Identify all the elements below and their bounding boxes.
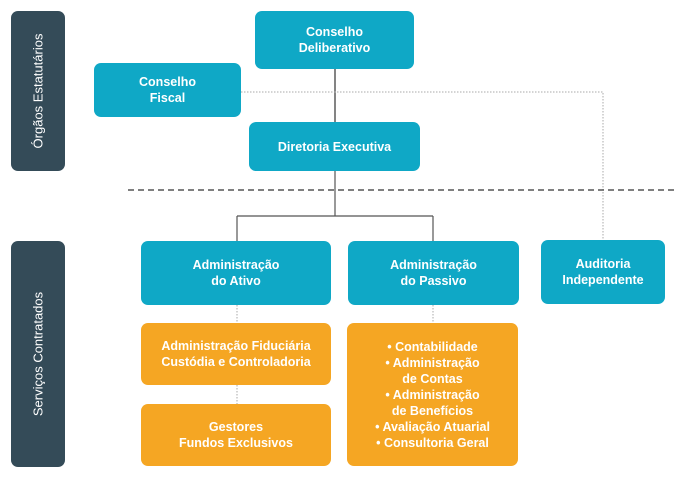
service-item: • Administração [385, 355, 480, 370]
node-diretoria-executiva: Diretoria Executiva [249, 122, 420, 171]
section-label-contracted-text: Serviços Contratados [30, 291, 46, 417]
service-item: • Contabilidade [387, 339, 478, 354]
node-text: Administração Fiduciária [161, 339, 311, 353]
node-text: Administração [390, 258, 477, 272]
service-item: • Administração [385, 387, 480, 402]
section-label-contracted: Serviços Contratados [11, 241, 65, 467]
node-text: Custódia e Controladoria [161, 355, 311, 369]
service-item: • Consultoria Geral [376, 435, 489, 450]
node-text: Diretoria Executiva [277, 139, 392, 154]
service-item: • Avaliação Atuarial [375, 419, 490, 434]
node-text: Auditoria [575, 257, 631, 271]
node-text: do Ativo [211, 274, 261, 288]
node-text: Conselho [306, 25, 363, 39]
node-text: do Passivo [400, 274, 467, 288]
node-text: Independente [562, 273, 644, 287]
node-text: Administração [192, 258, 280, 272]
node-text: Deliberativo [298, 41, 371, 55]
connector-fiscal-auditoria [241, 91, 604, 240]
node-text: Conselho [139, 75, 196, 89]
node-admin-passivo: Administração do Passivo [348, 241, 519, 305]
node-admin-ativo: Administração do Ativo [141, 241, 331, 305]
node-passivo-services: • Contabilidade • Administração de Conta… [347, 323, 518, 466]
node-text: Fundos Exclusivos [179, 436, 293, 450]
service-item: de Contas [402, 371, 463, 386]
node-text: Fiscal [149, 91, 186, 105]
node-text: Gestores [208, 420, 264, 434]
section-label-statutory: Órgãos Estatutários [11, 11, 65, 171]
service-item: de Benefícios [391, 403, 474, 418]
section-label-statutory-text: Órgãos Estatutários [30, 33, 46, 149]
